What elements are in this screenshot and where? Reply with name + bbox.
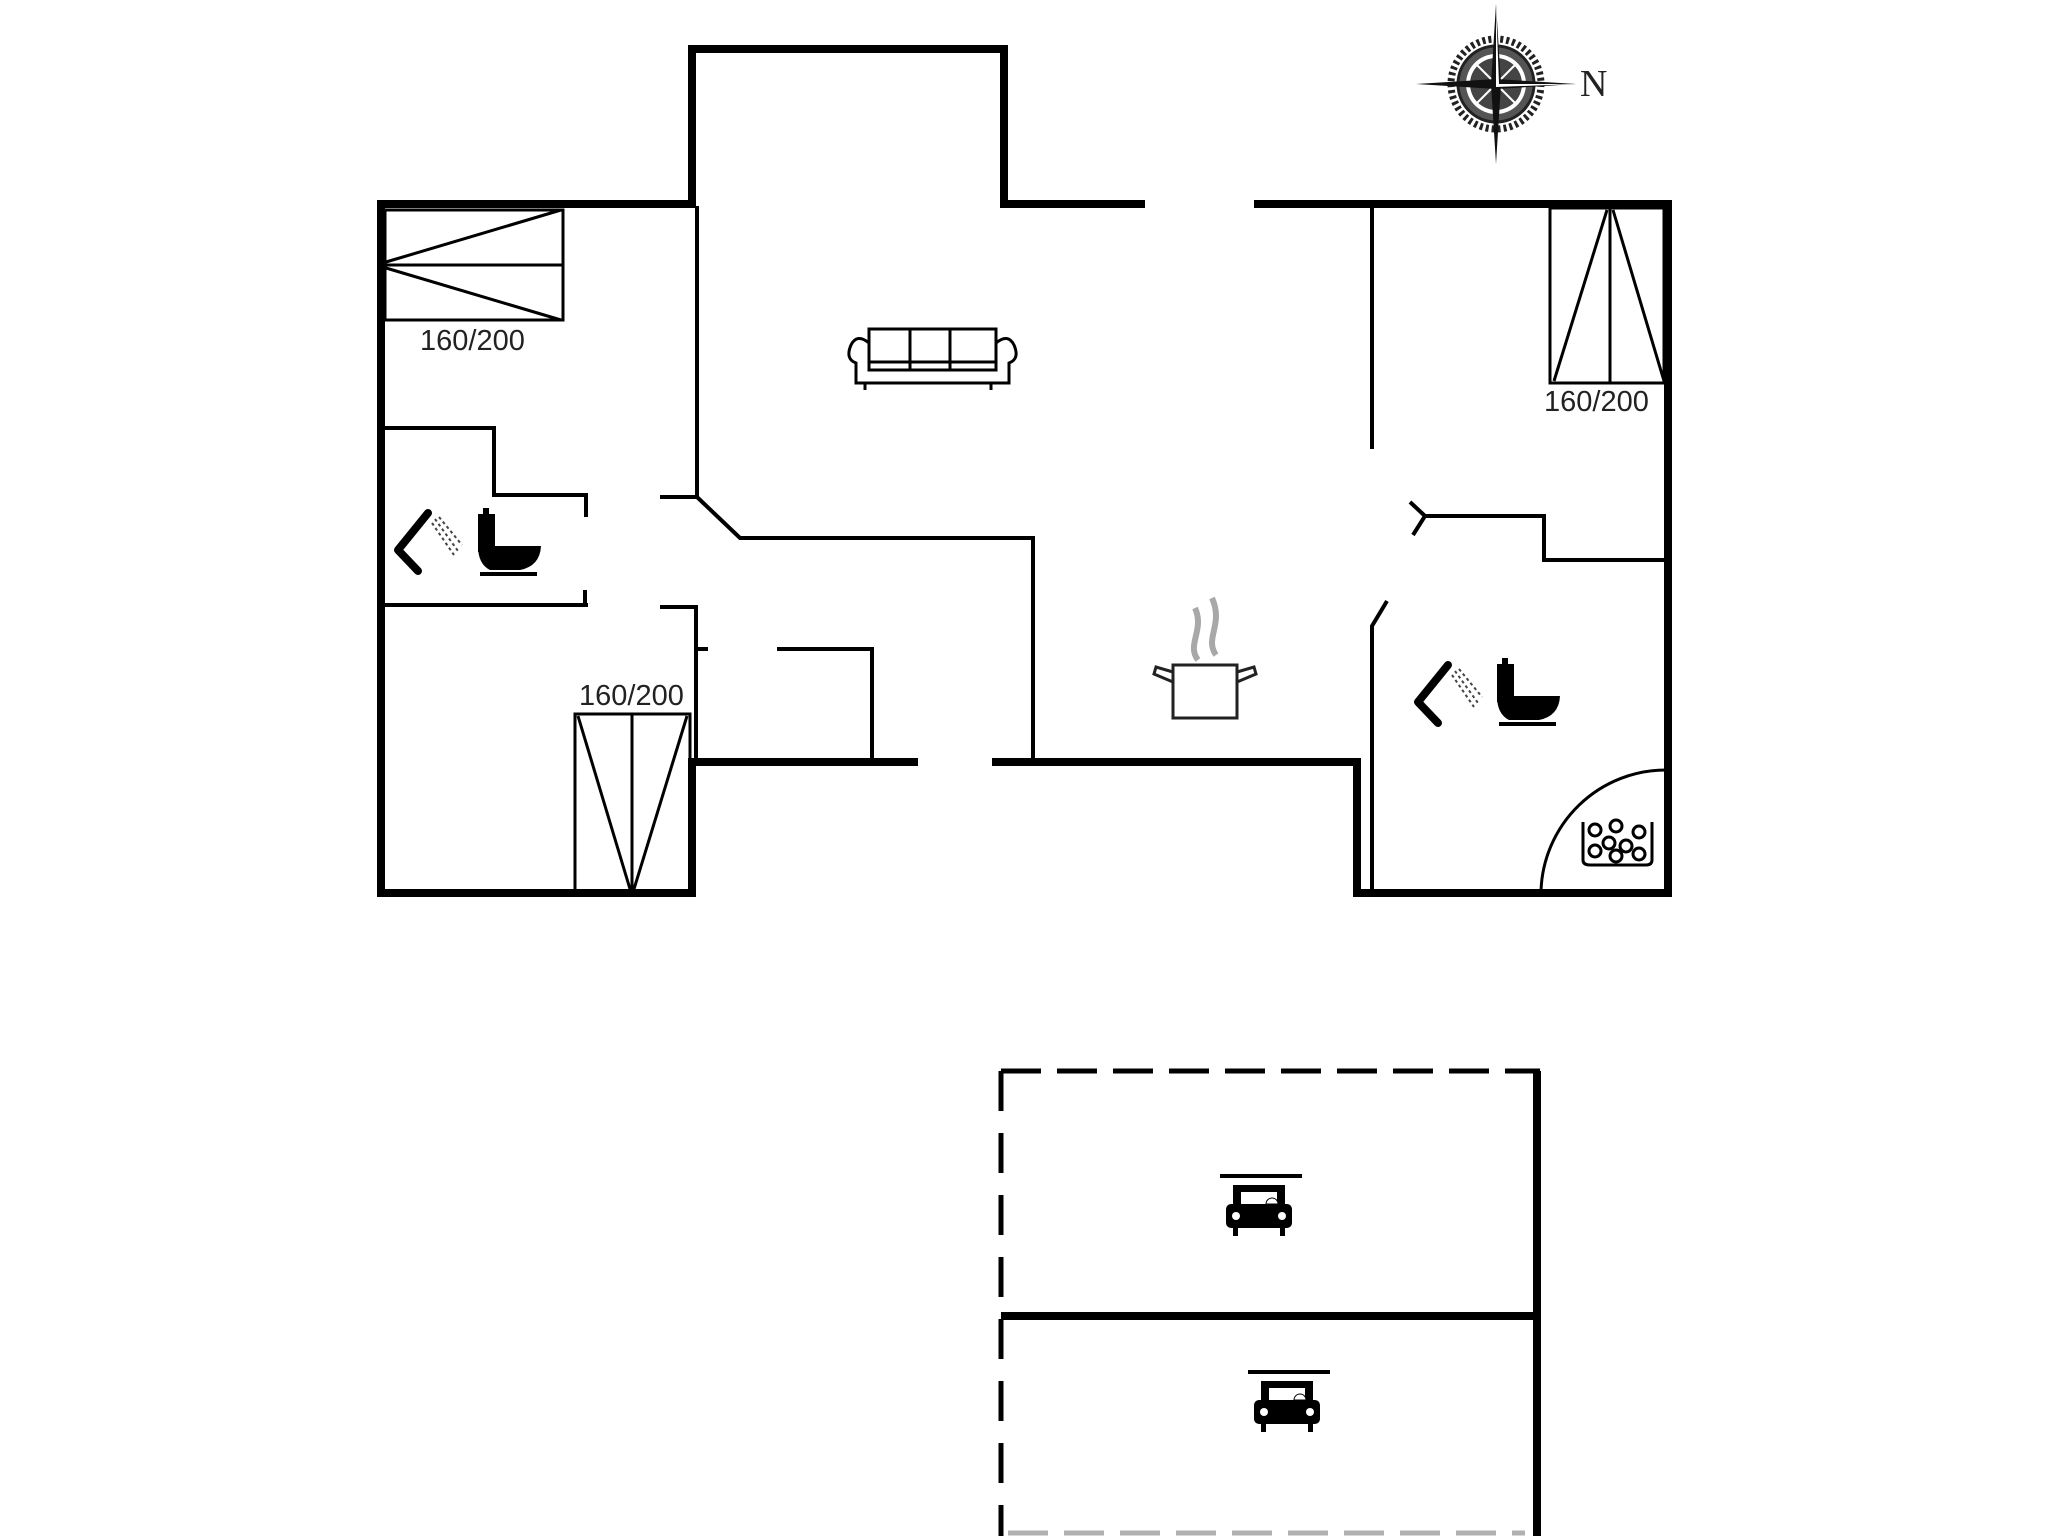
shower-icon [394, 509, 463, 575]
bed-northwest [383, 208, 565, 322]
compass-rose-icon [1416, 4, 1576, 164]
carport [998, 1068, 1541, 1536]
interior-walls [385, 206, 1666, 891]
hot-tub-icon [1539, 768, 1667, 892]
bed-size-label: 160/200 [579, 680, 684, 712]
bed-northeast [1548, 206, 1666, 385]
car-icon [1220, 1174, 1302, 1236]
bed-southwest [573, 712, 692, 893]
shower-icon [1414, 661, 1483, 727]
bed-size-label: 160/200 [1544, 386, 1649, 418]
bed-size-label: 160/200 [420, 325, 525, 357]
toilet-icon [1497, 658, 1560, 726]
exterior-walls [377, 45, 1672, 897]
car-icon [1248, 1370, 1330, 1432]
north-label: N [1580, 63, 1607, 105]
sofa-icon [847, 327, 1018, 390]
cooking-pot-icon [1152, 596, 1258, 720]
toilet-icon [478, 508, 541, 576]
